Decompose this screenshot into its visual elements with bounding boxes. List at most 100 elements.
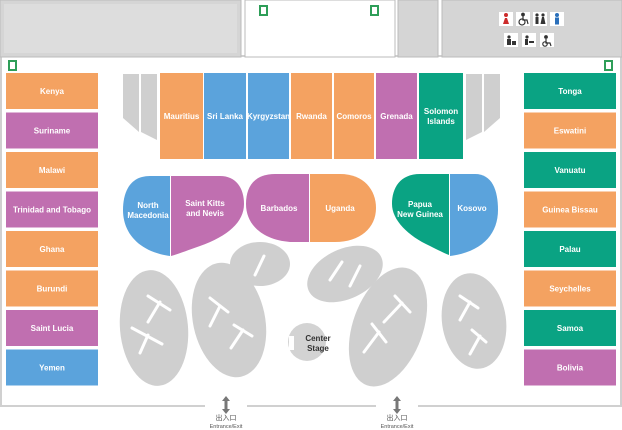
booth-label: Sri Lanka (207, 112, 244, 121)
booth-guinea-bissau[interactable]: Guinea Bissau (524, 191, 616, 228)
booth-label: Mauritius (164, 112, 200, 121)
booth-bolivia[interactable]: Bolivia (524, 349, 616, 386)
emergency-exit-icon (604, 60, 613, 71)
booth-label: Kosovo (457, 204, 486, 213)
booth-barbados[interactable] (246, 174, 309, 242)
booth-label: Malawi (39, 166, 65, 175)
seating-oval (307, 245, 383, 303)
restroom-icons (499, 12, 564, 47)
booth-suriname[interactable]: Suriname (6, 112, 98, 149)
booth-label: Barbados (261, 204, 298, 213)
booth-label: Trinidad and Tobago (13, 206, 91, 215)
entrance-label-en: Entrance/Exit (381, 424, 414, 430)
booth-eswatini[interactable]: Eswatini (524, 112, 616, 149)
booth-grenada[interactable]: Grenada (376, 73, 417, 159)
booth-label: Kenya (40, 87, 65, 96)
booth-palau[interactable]: Palau (524, 231, 616, 267)
booth-label: Ghana (40, 245, 65, 254)
gray-booth (466, 74, 482, 140)
booth-label: Grenada (380, 112, 413, 121)
entrance-label-en: Entrance/Exit (210, 424, 243, 430)
nursing-room-icon (525, 35, 534, 45)
booth-label: Vanuatu (554, 166, 585, 175)
booth-label: Yemen (39, 364, 65, 373)
top-wall-left-inner (4, 4, 237, 53)
booth-comoros[interactable]: Comoros (334, 73, 374, 159)
emergency-exit-icon (259, 5, 268, 16)
booth-label: Eswatini (554, 127, 586, 136)
booth-label: Rwanda (296, 112, 327, 121)
booth-vanuatu[interactable]: Vanuatu (524, 152, 616, 188)
booth-saint-lucia[interactable]: Saint Lucia (6, 310, 98, 346)
emergency-exit-icon (370, 5, 379, 16)
entrance-right[interactable]: 出入口 Entrance/Exit (376, 396, 418, 430)
booth-tonga[interactable]: Tonga (524, 73, 616, 109)
seating-oval (348, 267, 428, 387)
booth-label: Bolivia (557, 364, 584, 373)
booth-label: Saint Lucia (31, 324, 74, 333)
booth-label: Seychelles (549, 285, 591, 294)
booth-label: Uganda (325, 204, 355, 213)
booth-uganda[interactable] (310, 174, 376, 242)
restroom-area (441, 0, 622, 58)
booth-saint-kitts-and-nevis[interactable] (171, 176, 244, 256)
exit-signs (8, 5, 613, 71)
booth-mauritius[interactable]: Mauritius (160, 73, 203, 159)
booth-trinidad-and-tobago[interactable]: Trinidad and Tobago (6, 191, 98, 228)
booth-seychelles[interactable]: Seychelles (524, 270, 616, 307)
booth-label: Suriname (34, 127, 71, 136)
seating-oval (441, 273, 507, 369)
booth-label: Kyrgyzstan (247, 112, 290, 121)
booth-malawi[interactable]: Malawi (6, 152, 98, 188)
booth-label: Comoros (336, 112, 372, 121)
booth-sri-lanka[interactable]: Sri Lanka (204, 73, 246, 159)
booth-yemen[interactable]: Yemen (6, 349, 98, 386)
gray-booth (141, 74, 157, 140)
female-restroom-icon (503, 13, 509, 24)
booth-kosovo[interactable] (450, 174, 498, 256)
booth-burundi[interactable]: Burundi (6, 270, 98, 307)
seating-oval (191, 262, 267, 378)
seating-table-lines (130, 254, 488, 356)
booth-label: Guinea Bissau (542, 206, 598, 215)
emergency-exit-icon (8, 60, 17, 71)
booth-label: Burundi (37, 285, 68, 294)
booth-label: Palau (559, 245, 580, 254)
up-down-arrow-icon (393, 396, 401, 414)
booth-papua-new-guinea[interactable] (392, 174, 449, 255)
accessible-restroom-icon (542, 35, 552, 47)
baby-changing-icon (507, 35, 516, 45)
booth-kenya[interactable]: Kenya (6, 73, 98, 109)
gray-booth (123, 74, 139, 132)
booth-rwanda[interactable]: Rwanda (291, 73, 332, 159)
booth-label: Tonga (558, 87, 582, 96)
booth-north-macedonia[interactable] (123, 176, 170, 256)
up-down-arrow-icon (222, 396, 230, 414)
entrance-label-jp: 出入口 (216, 413, 237, 422)
booth-samoa[interactable]: Samoa (524, 310, 616, 346)
family-restroom-icon (535, 13, 546, 24)
gray-booths-top (123, 74, 500, 140)
wheelchair-icon (518, 12, 529, 26)
booth-ghana[interactable]: Ghana (6, 231, 98, 267)
male-restroom-icon (555, 13, 559, 25)
entrance-label-jp: 出入口 (387, 413, 408, 422)
island-booths (123, 174, 498, 256)
booth-kyrgyzstan[interactable]: Kyrgyzstan (247, 73, 290, 159)
seating-oval (119, 270, 189, 386)
entrance-left[interactable]: 出入口 Entrance/Exit (205, 396, 247, 430)
gray-booth (484, 74, 500, 132)
seating-areas (119, 242, 507, 387)
